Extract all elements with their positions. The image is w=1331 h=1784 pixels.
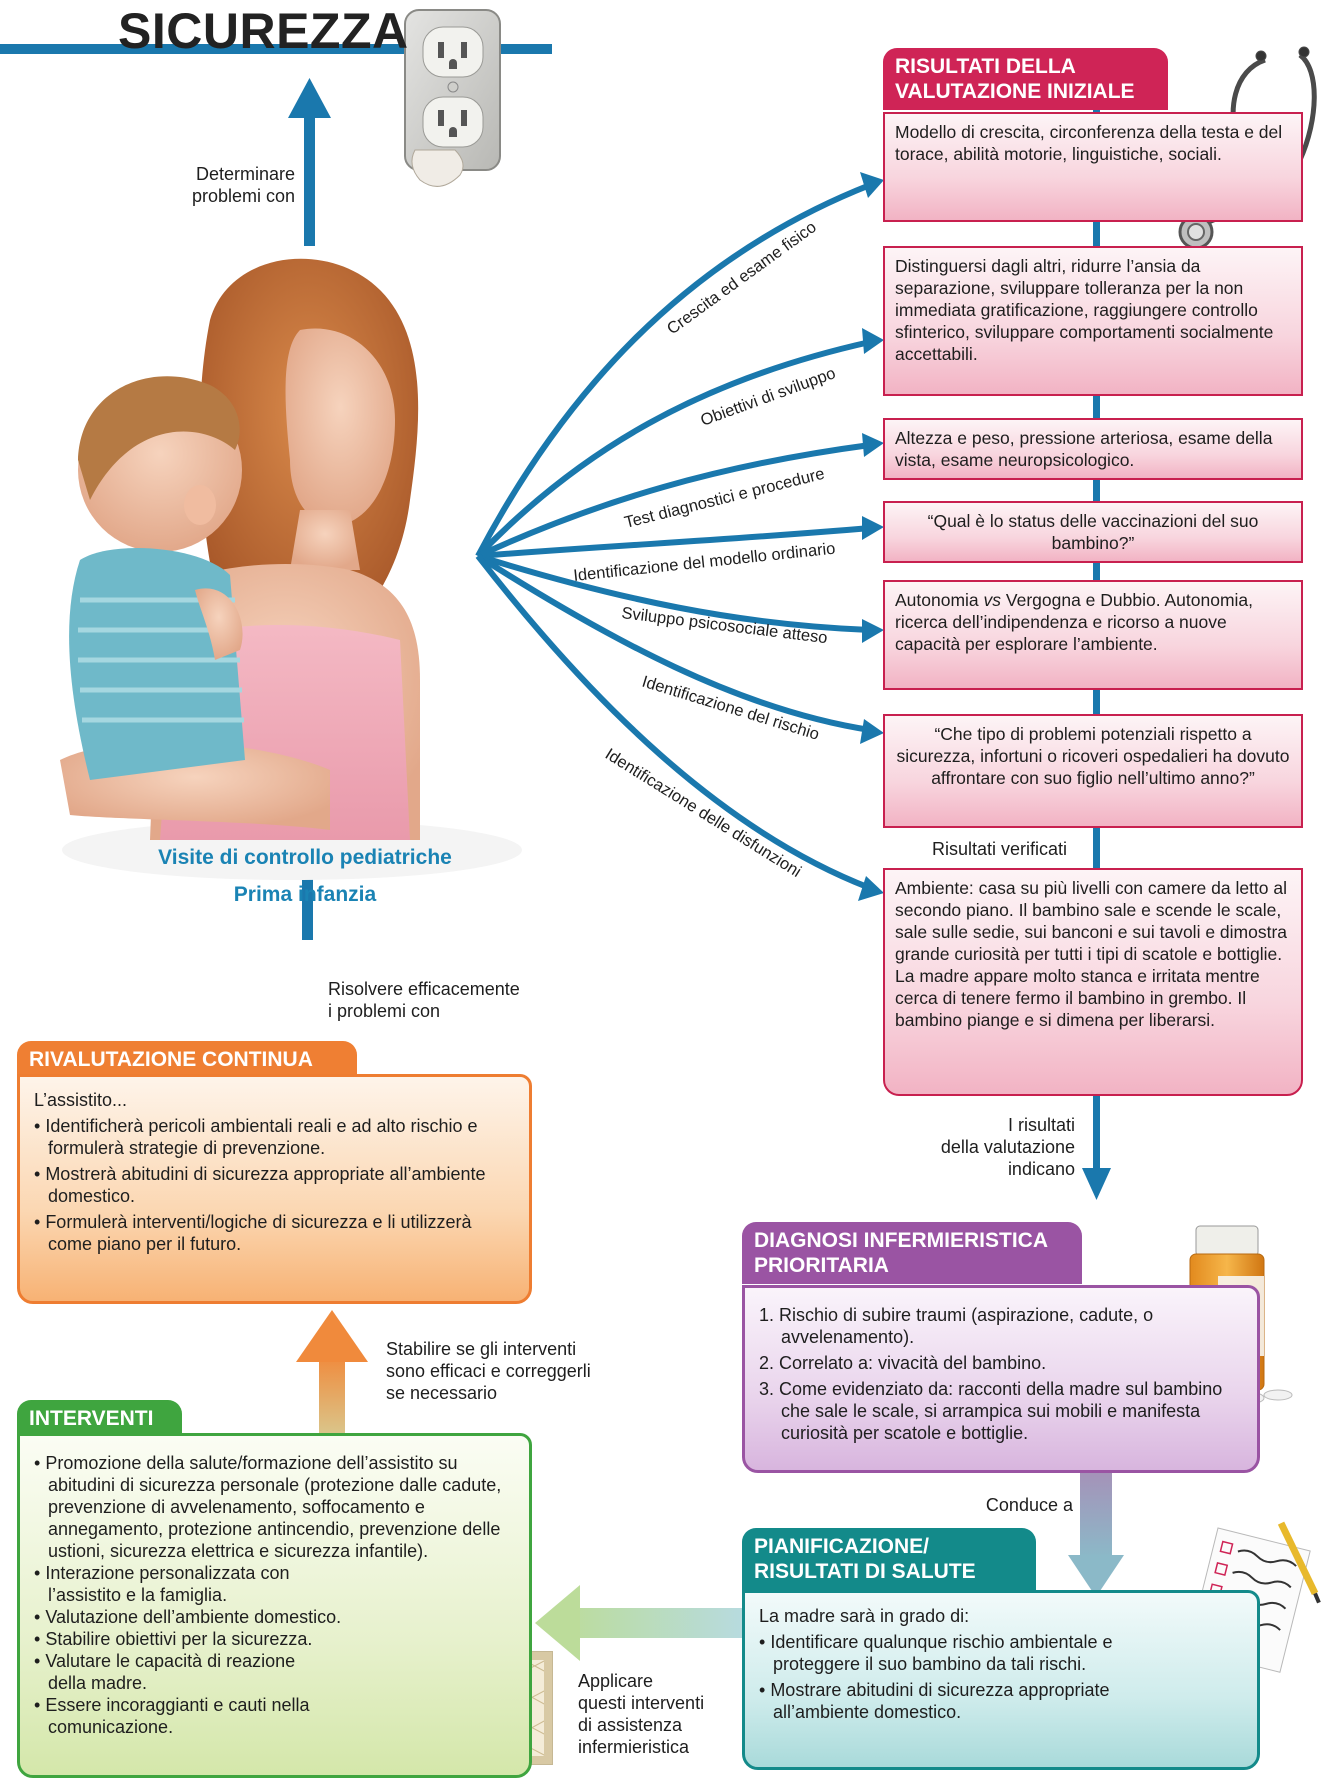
verified-label: Risultati verificati [932, 839, 1068, 859]
diagnosis-item: 1. Rischio di subire traumi (aspirazione… [759, 1305, 1154, 1347]
leads-to-arrow [1068, 1458, 1124, 1597]
reassessment-item: Mostrerà abitudini di sicurezza appropri… [34, 1163, 515, 1207]
planning-header: PIANIFICAZIONE/ RISULTATI DI SALUTE [742, 1528, 1036, 1590]
assessment-box-vaccinations: “Qual è lo status delle vaccinazioni del… [883, 501, 1303, 563]
curve-label-dysfunction: Identificazione delle disfunzioni [602, 745, 804, 881]
curve-label-psychosocial: Sviluppo psicosociale atteso [621, 604, 829, 647]
reassessment-item: Identificherà pericoli ambientali reali … [34, 1115, 515, 1159]
interventions-box: Promozione della salute/formazione dell’… [17, 1433, 532, 1778]
center-subtitle: Prima infanzia [233, 883, 377, 906]
intervention-item: Essere incoraggianti e cauti nella comun… [34, 1694, 515, 1738]
reassessment-header: RIVALUTAZIONE CONTINUA [17, 1041, 357, 1078]
assessment-box-development: Distinguersi dagli altri, ridurre l’ansi… [883, 246, 1303, 396]
reassessment-item: Formulerà interventi/logiche di sicurezz… [34, 1211, 515, 1255]
title-rule [0, 44, 552, 54]
branch-arrows [475, 182, 872, 891]
results-indicate-label: I risultati della valutazione indicano [940, 1115, 1075, 1179]
planning-intro: La madre sarà in grado di: [759, 1606, 970, 1626]
assessment-box-environment: Ambiente: casa su più livelli con camere… [883, 868, 1303, 1096]
curve-label-tests: Test diagnostici e procedure [623, 465, 827, 532]
results-indicate-arrowhead [1082, 1168, 1111, 1200]
center-title: Visite di controllo pediatriche [158, 846, 452, 869]
assessment-box-psychosocial: Autonomia vs Vergogna e Dubbio. Autonomi… [883, 580, 1303, 690]
page-title: SICUREZZA [118, 3, 409, 59]
solve-label: Risolvere efficacemente i problemi con [328, 979, 520, 1021]
assessment-box-risk: “Che tipo di problemi potenziali rispett… [883, 714, 1303, 828]
evaluate-label: Stabilire se gli interventi sono efficac… [386, 1339, 591, 1403]
diagnosis-header: DIAGNOSI INFERMIERISTICA PRIORITARIA [742, 1222, 1082, 1284]
intervention-item: Interazione personalizzata con l’assisti… [34, 1562, 515, 1606]
intervention-item: Valutare le capacità di reazione della m… [34, 1650, 515, 1694]
branch-arrowheads [858, 172, 884, 901]
planning-item: Mostrare abitudini di sicurezza appropri… [759, 1679, 1133, 1723]
mother-and-child-photo [60, 258, 522, 880]
planning-item: Identificare qualunque rischio ambiental… [759, 1631, 1133, 1675]
apply-label: Applicare questi interventi di assistenz… [578, 1671, 705, 1757]
curve-label-growth: Crescita ed esame fisico [664, 218, 820, 338]
diagnosis-item: 2. Correlato a: vivacità del bambino. [759, 1353, 1047, 1373]
assessment-box-tests: Altezza e peso, pressione arteriosa, esa… [883, 418, 1303, 480]
interventions-header: INTERVENTI [17, 1400, 182, 1437]
intervention-item: Stabilire obiettivi per la sicurezza. [34, 1628, 515, 1650]
diagnosis-box: 1. Rischio di subire traumi (aspirazione… [742, 1285, 1260, 1473]
planning-box: La madre sarà in grado di: Identificare … [742, 1590, 1260, 1770]
leads-to-label: Conduce a [985, 1495, 1073, 1515]
intervention-item: Promozione della salute/formazione dell’… [34, 1452, 515, 1562]
reassessment-box: L’assistito... Identificherà pericoli am… [17, 1074, 532, 1304]
assessment-header: RISULTATI DELLA VALUTAZIONE INIZIALE [883, 48, 1168, 110]
electrical-outlet-icon [404, 9, 501, 187]
reassessment-intro: L’assistito... [34, 1090, 128, 1110]
determine-label: Determinare problemi con [191, 164, 295, 206]
curve-label-development: Obiettivi di sviluppo [698, 364, 838, 430]
intervention-item: Valutazione dell’ambiente domestico. [34, 1606, 515, 1628]
apply-arrow [535, 1585, 746, 1661]
assessment-box-growth: Modello di crescita, circonferenza della… [883, 112, 1303, 222]
diagnosis-item: 3. Come evidenziato da: racconti della m… [759, 1379, 1223, 1443]
determine-arrow [288, 78, 331, 246]
curve-label-risk: Identificazione del rischio [640, 673, 822, 744]
